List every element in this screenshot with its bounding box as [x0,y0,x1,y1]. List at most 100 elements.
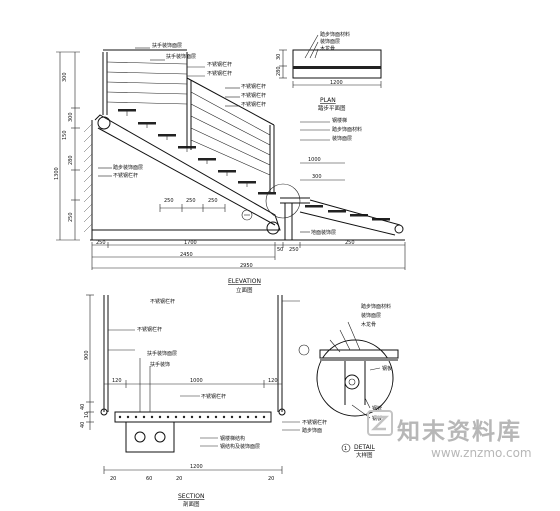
detail-pipe [344,374,360,390]
elevation-railing [102,49,275,192]
elevation-dim-bottom-a: 250 [96,240,106,246]
elevation-section-marker [241,209,253,221]
elevation-dim-step-1: 250 [164,198,174,204]
plan-dim-w: 1200 [330,80,343,86]
elevation-leaders [98,47,330,233]
elevation-dim-overall-a: 2450 [180,252,193,258]
section-dim-bottom-a: 20 [110,476,116,482]
elevation-dim-left-mid-b: 150 [62,130,68,140]
elevation-title: ELEVATION [228,278,261,285]
elevation-note-railing-3: 不锈钢栏杆 [241,83,266,90]
elevation-note-right-2: 踏步饰面材料 [332,126,362,133]
elevation-wall-hatch [83,120,93,240]
elevation-dim-left-lower: 280 [68,155,74,165]
section-support [125,421,175,453]
plan-dim-h1: 30 [276,54,282,60]
section-dim-bottom-total: 1200 [190,464,203,470]
detail-note-2: 装饰面层 [361,312,381,319]
elevation-stringer-lower [97,127,276,226]
elevation-dim-step-2: 250 [186,198,196,204]
elevation-dim-left-base: 250 [68,212,74,222]
elevation-dims-bottom [91,242,406,270]
detail-note-6: 钢板 [372,415,382,422]
section-dim-mid-c: 120 [268,378,278,384]
detail-note-5: 钢管 [372,405,382,412]
section-note-9: 钢结构及装饰面层 [220,443,260,450]
elevation-note-right-3: 装饰面层 [332,135,352,142]
section-title: SECTION [178,493,204,500]
elevation-note-handrail-b: 扶手装饰面层 [166,53,196,60]
detail-note-4: 钢板 [382,365,392,372]
elevation-note-right-1: 钢楼梯 [332,117,347,124]
elevation-dim-bottom-c: 50 [277,247,283,253]
section-dim-left-b: 10 [84,412,90,418]
elevation-step-dims [159,162,345,212]
elevation-note-railing-2: 不锈钢栏杆 [207,70,232,77]
section-note-2: 不锈钢栏杆 [137,326,162,333]
section-note-1: 不锈钢栏杆 [150,298,175,305]
elevation-note-bottom: 地面装饰层 [311,229,336,236]
plan-note-2: 装饰面层 [320,38,340,45]
section-note-7: 踏步饰面 [302,427,322,434]
detail-subtitle: 大样图 [356,451,373,459]
elevation-subtitle: 立面图 [236,286,253,294]
plan-dim-h2: 280 [276,66,282,76]
section-dim-left-c: 40 [80,422,86,428]
plan-tread-band [293,66,381,69]
plan-note-1: 踏步饰面材料 [320,31,350,38]
section-dim-left-a: 40 [80,404,86,410]
elevation-dim-bottom-b: 1700 [184,240,197,246]
detail-title: DETAIL [354,444,375,451]
elevation-drawing [56,47,406,270]
section-tread-pattern [118,415,266,419]
section-subtitle: 剖面图 [183,500,200,508]
detail-note-3: 木龙骨 [361,321,376,328]
elevation-detail-callout-circle [265,183,301,219]
section-note-6: 不锈钢栏杆 [302,419,327,426]
plan-title: PLAN [320,97,336,104]
elevation-treads [118,109,390,221]
elevation-note-railing-4: 不锈钢栏杆 [241,92,266,99]
section-note-4: 扶手装饰 [150,361,170,368]
watermark-url: www.znzmo.com [431,446,532,460]
elevation-note-handrail-a: 扶手装饰面层 [152,42,182,49]
elevation-stringer-end-bottom [266,221,280,235]
elevation-dim-overall-b: 2950 [240,263,253,269]
section-tread [114,411,272,423]
section-dim-left-top: 900 [84,350,90,360]
plan-subtitle: 踏步平面图 [318,104,346,112]
section-dim-bottom-b: 60 [146,476,152,482]
elevation-stringer-end-top [97,116,111,130]
elevation-note-railing-5: 不锈钢栏杆 [241,101,266,108]
plan-drawing [279,34,382,88]
elevation-note-left-2: 不锈钢栏杆 [113,172,138,179]
detail-circle [316,339,394,417]
section-dim-mid-a: 120 [112,378,122,384]
elevation-dim-step-3: 250 [208,198,218,204]
watermark-site-name: 知末资料库 [397,419,522,445]
elevation-dim-left-mid-a: 300 [68,112,74,122]
section-drawing [86,294,310,474]
section-dim-bottom-c: 20 [176,476,182,482]
detail-note-1: 踏步饰面材料 [361,303,391,310]
detail-marker-circle [341,443,351,453]
plan-tread-outline [292,49,382,79]
elevation-stringer-outline [92,114,281,231]
section-note-3: 扶手装饰面层 [147,350,177,357]
section-dim-bottom-d: 20 [268,476,274,482]
plan-note-3: 木龙骨 [320,45,335,52]
section-note-5: 不锈钢栏杆 [201,393,226,400]
elevation-lower-stringer [309,199,401,226]
elevation-dims-left [56,51,80,241]
watermark: 知末资料库 www.znzmo.com [367,410,555,470]
detail-drawing [316,321,399,453]
elevation-note-railing-1: 不锈钢栏杆 [207,61,232,68]
elevation-dim-bottom-e: 250 [345,240,355,246]
elevation-dim-bottom-d: 250 [289,247,299,253]
section-note-8: 钢楼梯结构 [220,435,245,442]
elevation-dim-left-top: 300 [62,72,68,82]
elevation-dim-right-top: 1000 [308,157,321,163]
detail-callout-number: 1 [344,446,347,452]
elevation-dim-left-total: 1300 [54,167,60,180]
